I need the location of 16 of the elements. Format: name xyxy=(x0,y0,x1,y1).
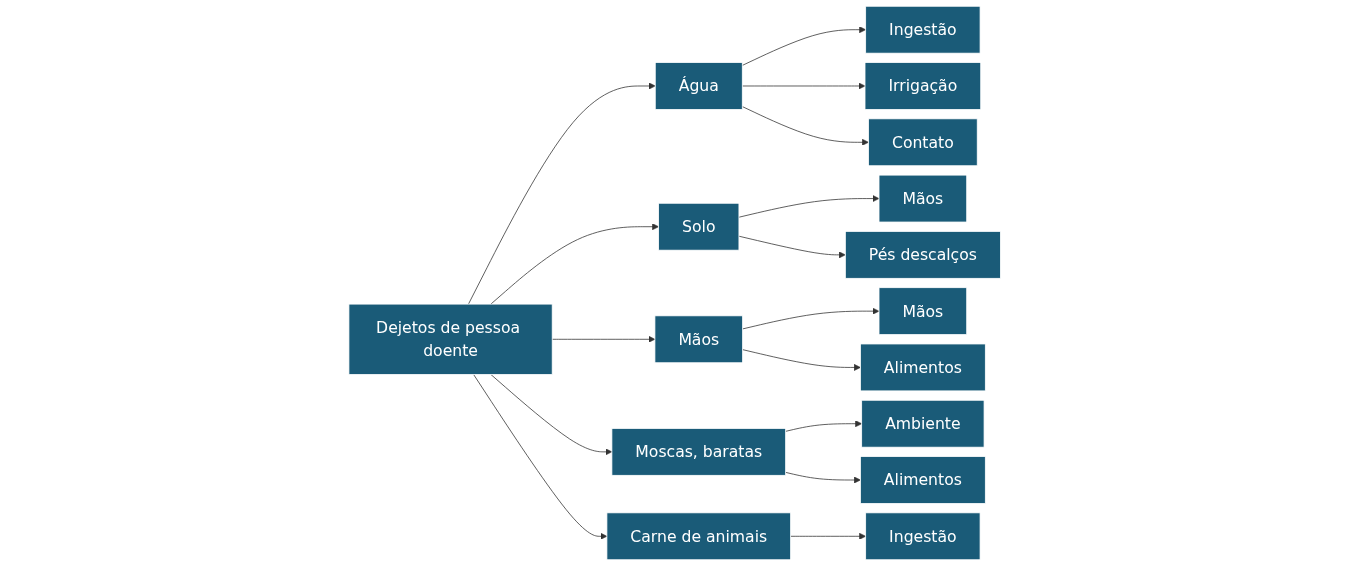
node-box: Pés descalços xyxy=(844,231,1001,279)
node-box: Ingestão xyxy=(865,5,981,54)
node-box: Água xyxy=(654,62,743,110)
node-box: Carne de animais xyxy=(606,512,791,561)
node-box: Mãos xyxy=(654,315,743,364)
node-box: Solo xyxy=(658,202,740,251)
node-box: Irrigação xyxy=(864,62,981,110)
node-box: Ingestão xyxy=(865,512,981,561)
node-box: Alimentos xyxy=(859,456,986,504)
node-box: Moscas, baratas xyxy=(611,428,786,476)
node-box: Ambiente xyxy=(861,399,985,448)
node-box: Mãos xyxy=(878,287,967,335)
node-box: Dejetos de pessoa doente xyxy=(348,303,553,375)
node-box: Alimentos xyxy=(859,343,986,392)
node-box: Contato xyxy=(867,118,978,167)
node-box: Mãos xyxy=(878,174,967,223)
